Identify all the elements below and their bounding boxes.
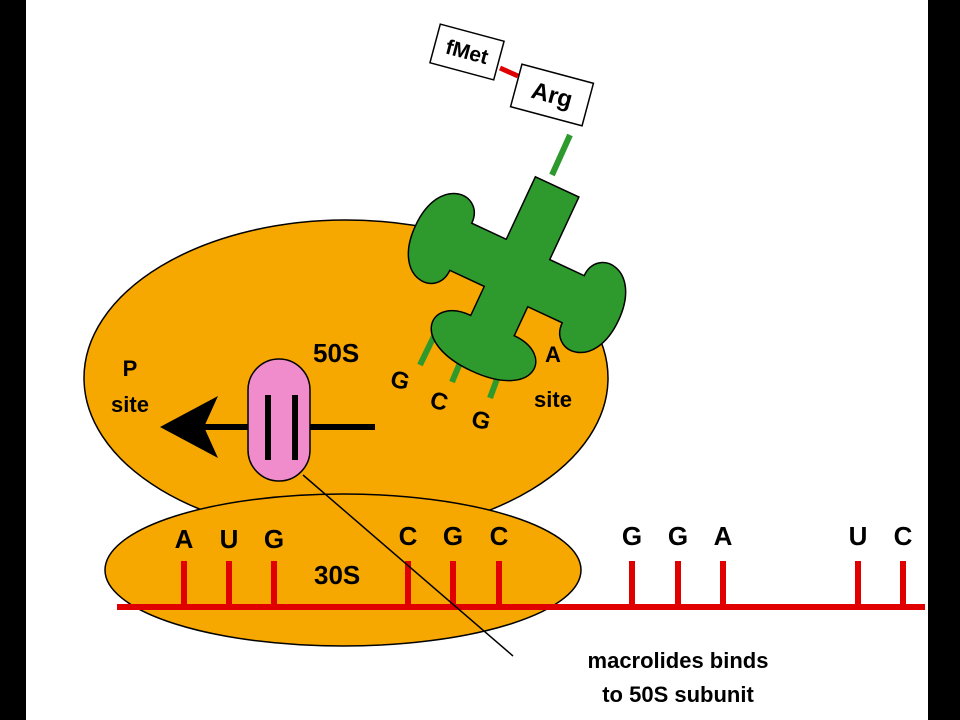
mrna-base: C bbox=[894, 521, 913, 551]
mrna-base: G bbox=[264, 524, 284, 554]
direction-arrowhead bbox=[160, 396, 218, 458]
mrna-base: G bbox=[668, 521, 688, 551]
a-site-label: site bbox=[534, 387, 572, 412]
mrna-base-ticks bbox=[181, 561, 906, 607]
annotation-text: to 50S subunit bbox=[602, 682, 754, 707]
mrna-base: G bbox=[443, 521, 463, 551]
annotation-leader-line bbox=[302, 474, 514, 657]
p-site-label: P bbox=[123, 356, 138, 381]
mrna-base: U bbox=[849, 521, 868, 551]
p-site-label: site bbox=[111, 392, 149, 417]
trna-molecule bbox=[407, 175, 627, 382]
macrolide-drug bbox=[247, 358, 311, 482]
anticodon-base: C bbox=[427, 386, 451, 417]
peptide-box-fmet: fMet bbox=[429, 23, 505, 81]
large-subunit-label: 50S bbox=[313, 338, 359, 368]
mrna-base: A bbox=[175, 524, 194, 554]
mrna-base: C bbox=[399, 521, 418, 551]
trna-acceptor-stem bbox=[549, 133, 573, 177]
peptide-bond bbox=[498, 65, 520, 79]
mrna-base: G bbox=[622, 521, 642, 551]
mrna-base: U bbox=[220, 524, 239, 554]
annotation-text: macrolides binds bbox=[588, 648, 769, 673]
mrna-base: C bbox=[490, 521, 509, 551]
a-site-label: A bbox=[545, 342, 561, 367]
small-subunit-label: 30S bbox=[314, 560, 360, 590]
mrna-base: A bbox=[714, 521, 733, 551]
peptide-box-arg: Arg bbox=[509, 63, 595, 127]
